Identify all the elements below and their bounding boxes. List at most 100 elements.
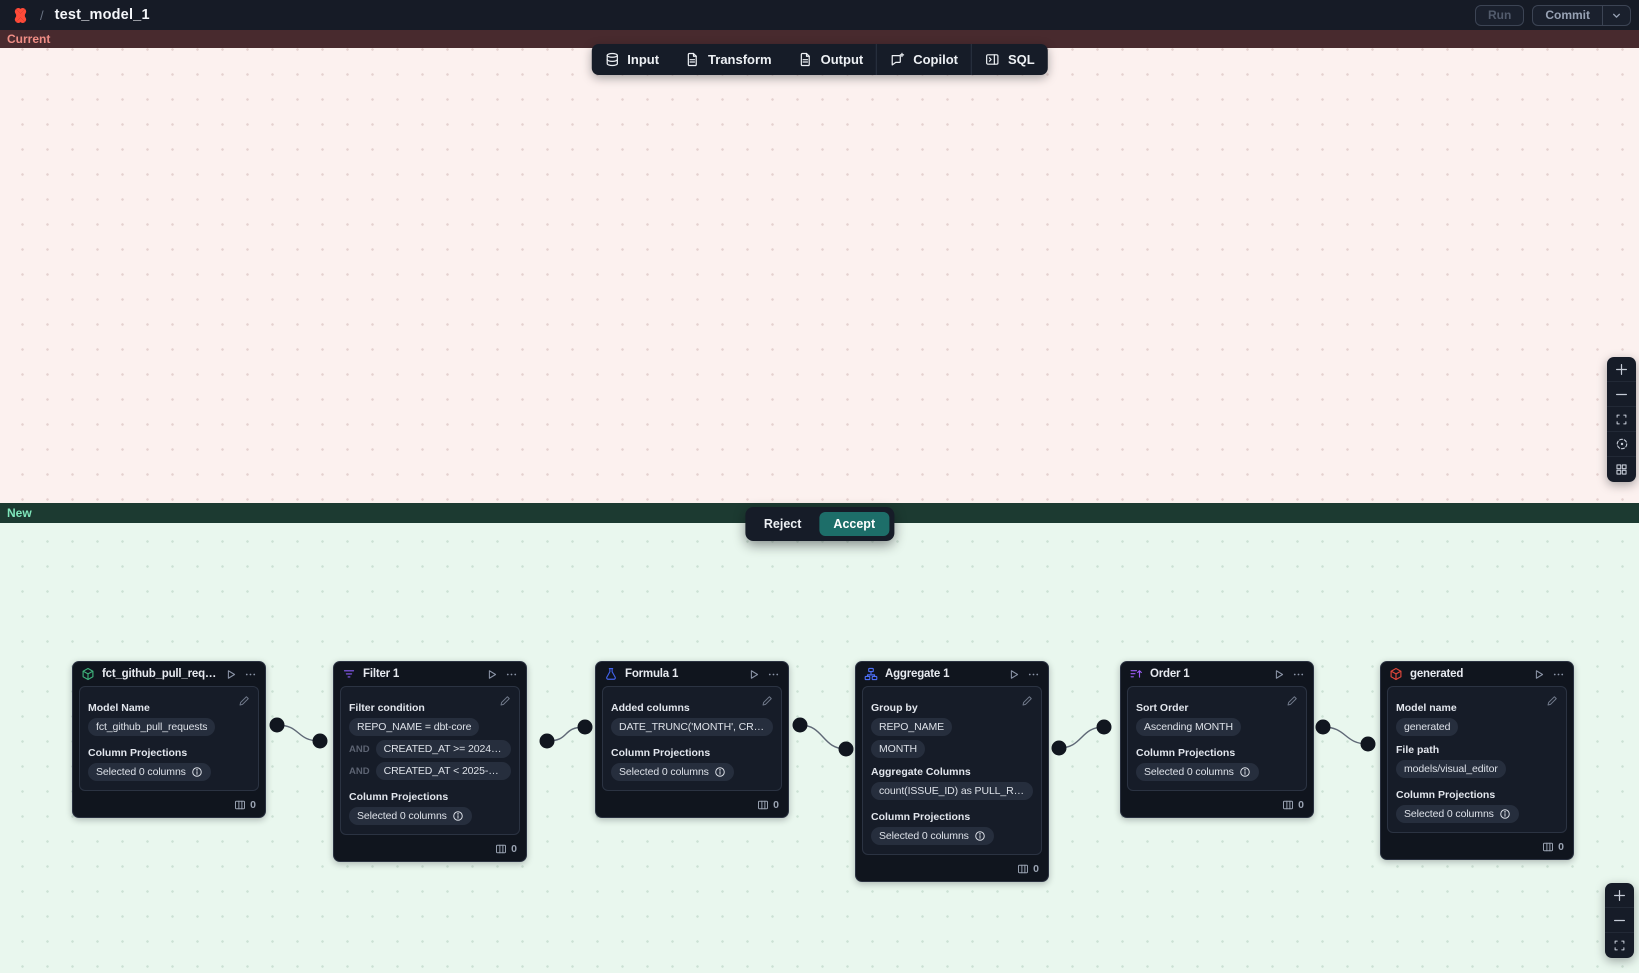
node-filter-1[interactable]: Filter 1 Filter conditionREPO_NAME = dbt… (333, 661, 527, 862)
commit-button[interactable]: Commit (1533, 8, 1602, 22)
info-icon[interactable] (714, 766, 726, 778)
node-footer: 0 (596, 796, 788, 817)
edit-pencil-icon[interactable] (1286, 694, 1298, 712)
run-button[interactable]: Run (1475, 5, 1524, 26)
play-icon (747, 668, 760, 681)
field-value-row: count(ISSUE_ID) as PULL_REQUEST_… (871, 782, 1033, 800)
node-aggregate-1[interactable]: Aggregate 1 Group byREPO_NAMEMONTHAggreg… (855, 661, 1049, 882)
edit-pencil-icon[interactable] (1021, 694, 1033, 712)
node-header: Formula 1 (596, 662, 788, 685)
node-menu-button[interactable] (1292, 668, 1305, 681)
value-pill[interactable]: Ascending MONTH (1136, 718, 1241, 736)
value-pill[interactable]: CREATED_AT < 2025-03-01 (376, 762, 511, 780)
crosshair-icon (1615, 437, 1629, 451)
accept-button[interactable]: Accept (819, 512, 889, 536)
node-field: Added columnsDATE_TRUNC('MONTH', CREATED… (611, 702, 773, 736)
node-run-button[interactable] (747, 668, 760, 681)
sort-ascending-icon (1129, 667, 1143, 681)
node-toolbar: InputTransformOutputCopilotSQL (591, 44, 1047, 75)
node-menu-button[interactable] (1027, 668, 1040, 681)
columns-icon (234, 799, 246, 811)
value-pill[interactable]: generated (1396, 718, 1458, 736)
zoom-bottom-fit-view-button[interactable] (1605, 933, 1634, 958)
field-value-row: DATE_TRUNC('MONTH', CREATED_AT… (611, 718, 773, 736)
value-pill[interactable]: REPO_NAME = dbt-core (349, 718, 479, 736)
field-label: Model name (1396, 702, 1558, 714)
node-menu-button[interactable] (244, 668, 257, 681)
value-pill[interactable]: fct_github_pull_requests (88, 718, 215, 736)
zoom-top-plus-button[interactable] (1607, 357, 1636, 382)
value-pill[interactable]: DATE_TRUNC('MONTH', CREATED_AT… (611, 718, 773, 736)
value-pill[interactable]: Selected 0 columns (349, 807, 472, 825)
zoom-bottom-minus-button[interactable] (1605, 908, 1634, 933)
node-body: Model Namefct_github_pull_requestsColumn… (79, 686, 259, 791)
value-pill[interactable]: Selected 0 columns (1136, 763, 1259, 781)
node-menu-button[interactable] (767, 668, 780, 681)
field-label: Added columns (611, 702, 773, 714)
columns-icon (1542, 841, 1554, 853)
fit-view-icon (1615, 413, 1628, 426)
field-value-row: Selected 0 columns (871, 827, 1033, 845)
node-run-button[interactable] (1272, 668, 1285, 681)
columns-icon (1017, 863, 1029, 875)
node-body: Sort OrderAscending MONTHColumn Projecti… (1127, 686, 1307, 791)
zoom-bottom-plus-button[interactable] (1605, 883, 1634, 908)
value-pill[interactable]: REPO_NAME (871, 718, 952, 736)
node-body: Added columnsDATE_TRUNC('MONTH', CREATED… (602, 686, 782, 791)
node-body: Model name generatedFile pathmodels/visua… (1387, 686, 1567, 833)
zoom-top-fit-view-button[interactable] (1607, 407, 1636, 432)
node-footer: 0 (73, 796, 265, 817)
value-pill[interactable]: Selected 0 columns (611, 763, 734, 781)
toolbar-item-output[interactable]: Output (785, 44, 877, 75)
dbt-logo-icon[interactable] (12, 7, 29, 24)
edit-pencil-icon[interactable] (499, 694, 511, 712)
info-icon[interactable] (452, 810, 464, 822)
chevron-down-icon (1610, 9, 1623, 22)
play-icon (1007, 668, 1020, 681)
play-icon (1532, 668, 1545, 681)
node-run-button[interactable] (224, 668, 237, 681)
node-menu-button[interactable] (1552, 668, 1565, 681)
value-pill[interactable]: CREATED_AT >= 2024-12-01 (376, 740, 511, 758)
edit-pencil-icon[interactable] (761, 694, 773, 712)
value-pill[interactable]: Selected 0 columns (1396, 805, 1519, 823)
node-generated[interactable]: generated Model name generatedFile pathmo… (1380, 661, 1574, 860)
info-icon[interactable] (191, 766, 203, 778)
toolbar-item-transform[interactable]: Transform (672, 44, 785, 75)
zoom-top-crosshair-button[interactable] (1607, 432, 1636, 457)
edit-pencil-icon[interactable] (238, 694, 250, 712)
zoom-top-minus-button[interactable] (1607, 382, 1636, 407)
value-pill[interactable]: Selected 0 columns (871, 827, 994, 845)
reject-button[interactable]: Reject (750, 512, 816, 536)
edit-pencil-icon[interactable] (1546, 694, 1558, 712)
current-canvas[interactable] (0, 48, 1639, 503)
field-value-row: AND CREATED_AT < 2025-03-01 (349, 762, 511, 780)
toolbar-item-sql[interactable]: SQL (972, 44, 1048, 75)
toolbar-item-copilot[interactable]: Copilot (877, 44, 971, 75)
condition-conjunction: AND (349, 766, 370, 777)
info-icon[interactable] (974, 830, 986, 842)
node-menu-button[interactable] (505, 668, 518, 681)
node-order-1[interactable]: Order 1 Sort OrderAscending MONTHColumn … (1120, 661, 1314, 818)
node-title: Aggregate 1 (885, 668, 1000, 680)
value-pill[interactable]: count(ISSUE_ID) as PULL_REQUEST_… (871, 782, 1033, 800)
commit-dropdown-button[interactable] (1602, 6, 1630, 25)
value-pill[interactable]: models/visual_editor (1396, 760, 1506, 778)
node-field: Model name generated (1396, 702, 1558, 736)
node-source-model[interactable]: fct_github_pull_requests Model Namefct_g… (72, 661, 266, 818)
toolbar-item-input[interactable]: Input (591, 44, 672, 75)
node-run-button[interactable] (1007, 668, 1020, 681)
node-header: fct_github_pull_requests (73, 662, 265, 685)
node-field: File pathmodels/visual_editor (1396, 744, 1558, 778)
info-icon[interactable] (1239, 766, 1251, 778)
node-field: Group byREPO_NAMEMONTH (871, 702, 1033, 758)
node-formula-1[interactable]: Formula 1 Added columnsDATE_TRUNC('MONTH… (595, 661, 789, 818)
zoom-top-grid-button[interactable] (1607, 457, 1636, 482)
field-label: Column Projections (611, 747, 773, 759)
value-pill[interactable]: MONTH (871, 740, 925, 758)
node-run-button[interactable] (1532, 668, 1545, 681)
value-pill[interactable]: Selected 0 columns (88, 763, 211, 781)
database-icon (604, 52, 619, 67)
info-icon[interactable] (1499, 808, 1511, 820)
node-run-button[interactable] (485, 668, 498, 681)
